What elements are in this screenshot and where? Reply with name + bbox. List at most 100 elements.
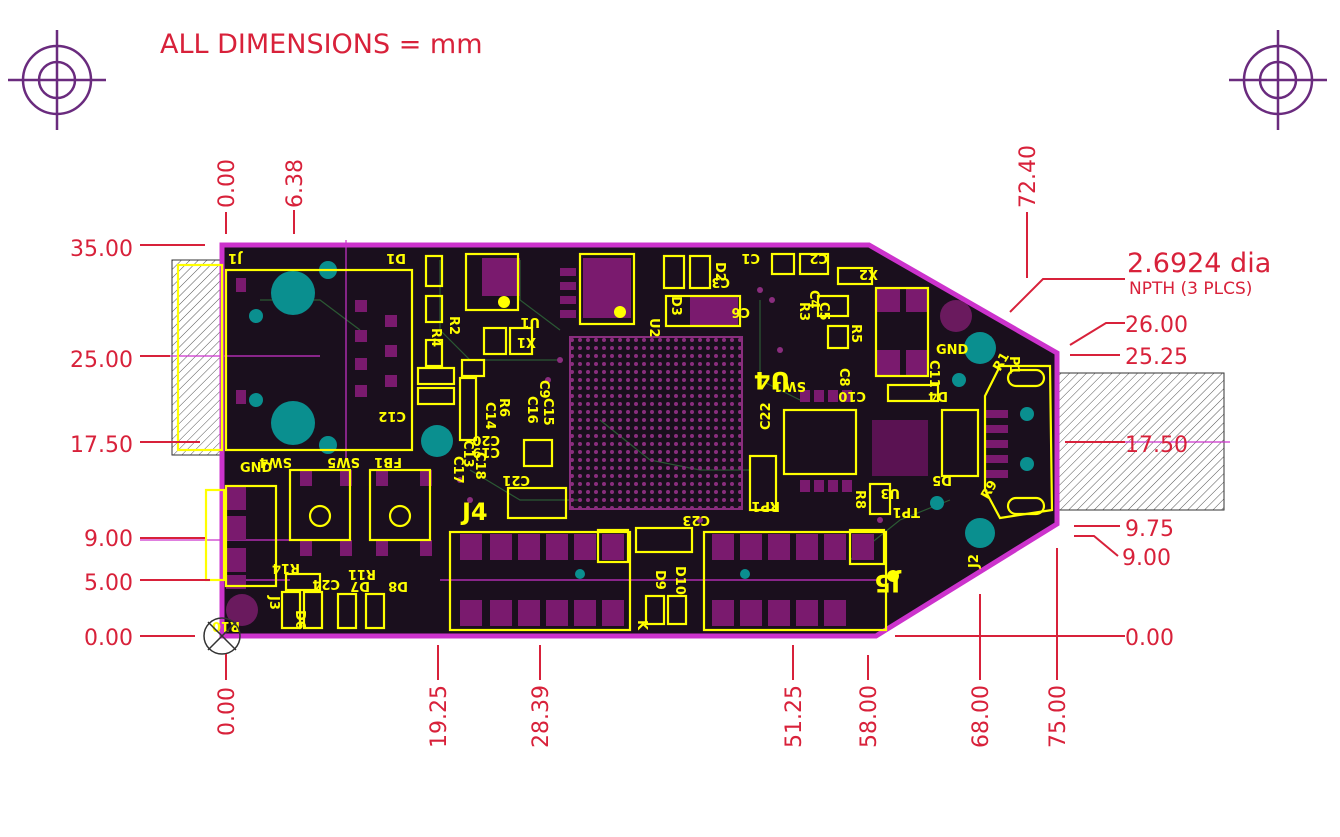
dim-bottom-0: 0.00 [215,687,240,736]
ref-d7: D7 [350,578,370,593]
connector-left-hatch [171,259,223,456]
ref-d9: D9 [652,570,667,590]
ref-c23: C23 [682,512,710,527]
dim-bottom-58: 58.00 [857,685,882,748]
dim-left-9: 9.00 [84,527,133,552]
ref-d2: D2 [712,262,727,282]
ref-c2: C2 [809,250,828,265]
dim-right-9-75: 9.75 [1125,517,1174,542]
dim-left-17-50: 17.50 [70,433,133,458]
dim-top-72-40: 72.40 [1016,145,1041,208]
dimension-labels-top: 0.00 6.38 72.40 [215,145,1041,208]
ref-c4: C4 [806,290,821,309]
fiducial-top-right [1229,30,1327,130]
ref-r14: R14 [272,560,300,575]
ref-x1: X1 [517,334,536,349]
ref-gnd-left: GND [240,461,273,476]
ref-c14: C14 [482,402,497,430]
ref-c17: C17 [450,456,465,484]
ref-c24: C24 [312,576,340,591]
ref-c19: C19 [472,444,500,459]
ref-c11: C11 [926,360,941,388]
pads [226,258,1008,626]
ref-sw1: SW1 [773,378,806,393]
ref-d10: D10 [672,566,687,595]
dimension-labels-left: 35.00 25.00 17.50 9.00 5.00 0.00 [70,237,133,651]
dim-bottom-68: 68.00 [969,685,994,748]
dimension-lines [140,210,1125,680]
ref-k: K [634,620,649,631]
ref-r2: R2 [446,316,461,335]
ref-c16: C16 [524,396,539,424]
ref-c8: C8 [836,368,851,387]
dimension-labels-right: 26.00 25.25 17.50 9.75 9.00 0.00 [1122,313,1188,651]
ref-u1: U1 [520,314,540,329]
ref-d3: D3 [668,296,683,316]
ref-c20: C20 [472,432,500,447]
dim-left-5: 5.00 [84,571,133,596]
dim-left-0: 0.00 [84,626,133,651]
ref-sw4: SW4 [259,454,292,469]
dim-right-26: 26.00 [1125,313,1188,338]
fiducial-top-left [8,30,106,130]
ref-r8: R8 [852,490,867,509]
ref-u2: U2 [646,318,661,338]
ref-j3: J3 [266,595,281,610]
dim-bottom-51-25: 51.25 [782,685,807,748]
dim-bottom-19-25: 19.25 [427,685,452,748]
ref-c15: C15 [540,398,555,426]
bga-u4 [569,336,743,510]
ref-c10: C10 [838,388,866,403]
ref-r5: R5 [848,324,863,343]
ref-c5: C5 [816,302,831,321]
dim-right-17-50: 17.50 [1125,433,1188,458]
ref-tp1: TP1 [893,504,920,519]
dim-left-35: 35.00 [70,237,133,262]
ref-c6: C6 [731,304,750,319]
dim-bottom-75: 75.00 [1046,685,1071,748]
ref-u3: U3 [880,485,900,500]
dim-top-0: 0.00 [215,159,240,208]
ref-r4: R4 [428,328,443,347]
dim-left-25: 25.00 [70,348,133,373]
ref-j5: J5 [874,569,902,597]
ref-d5: D5 [932,472,952,487]
ref-fb1: FB1 [374,454,402,469]
dim-right-25-25: 25.25 [1125,345,1188,370]
ref-p1: P1 [1006,356,1021,375]
reference-designators: J4 J5 U4 J1 J2 J3 U1 U2 U3 X1 X2 P1 SW1 … [212,250,1021,633]
ref-r3: R3 [796,302,811,321]
dimension-labels-bottom: 0.00 19.25 28.39 51.25 58.00 68.00 75.00 [215,685,1071,748]
ref-c12: C12 [378,408,406,423]
ref-d1: D1 [386,250,406,265]
dim-right-0: 0.00 [1125,626,1174,651]
ref-j2: J2 [967,554,982,569]
dim-bottom-28-39: 28.39 [529,685,554,748]
hole-size-note: 2.6924 dia [1127,248,1271,279]
hole-spec-note: NPTH (3 PLCS) [1129,279,1252,299]
via-field [457,287,883,523]
pin1-markers [498,296,899,582]
ref-c18: C18 [472,452,487,480]
ref-rp1: RP1 [751,498,780,513]
ref-j1: J1 [228,250,243,265]
title-text: ALL DIMENSIONS = mm [160,29,483,60]
ref-c3: C3 [711,274,730,289]
npth-holes [226,300,972,626]
ref-sw5: SW5 [327,454,360,469]
ref-c9: C9 [536,380,551,399]
origin-marker [203,617,241,655]
ref-c21: C21 [502,472,530,487]
dim-right-9: 9.00 [1122,546,1171,571]
ref-x2: X2 [859,266,878,281]
ref-r6: R6 [496,398,511,417]
ref-j4: J4 [460,498,488,526]
dim-top-6-38: 6.38 [283,159,308,208]
ref-gnd-right: GND [936,343,969,358]
silkscreen [176,252,1054,632]
ref-d4: D4 [928,388,948,403]
ref-c13: C13 [460,440,475,468]
ref-r11: R11 [348,566,376,581]
ref-c1: C1 [741,250,760,265]
